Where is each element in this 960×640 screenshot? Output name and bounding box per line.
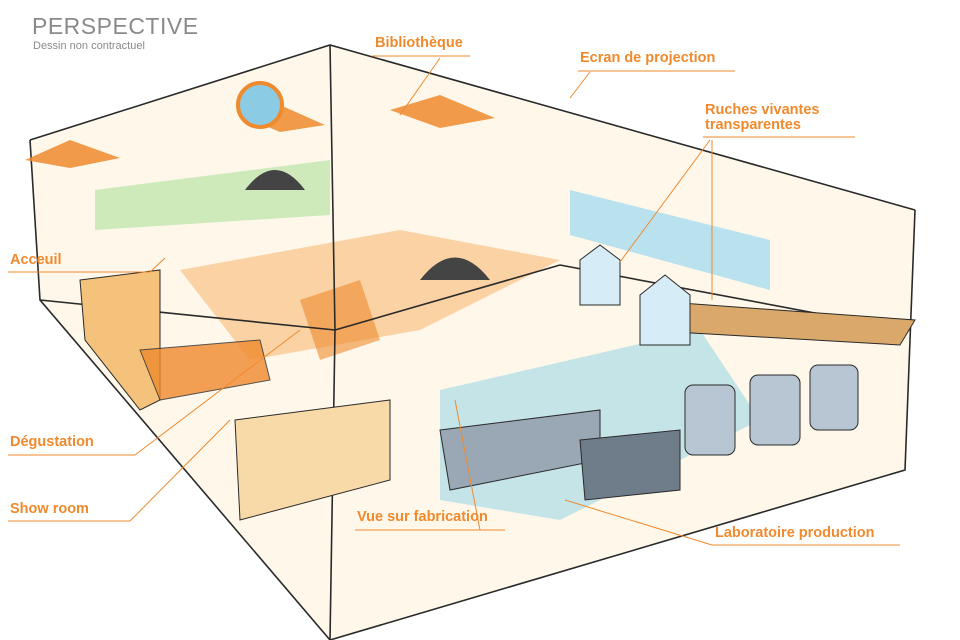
label-degustation: Dégustation bbox=[10, 434, 94, 450]
label-ecran-projection: Ecran de projection bbox=[580, 50, 716, 66]
floor bbox=[30, 45, 915, 640]
shelf bbox=[234, 399, 391, 521]
lamp bbox=[245, 170, 305, 190]
label-vue-fabrication: Vue sur fabrication bbox=[357, 509, 488, 525]
label-showroom: Show room bbox=[10, 501, 89, 517]
production-tanks bbox=[684, 364, 859, 456]
window-band bbox=[570, 190, 770, 290]
label-ruches-line1: Ruches vivantes bbox=[705, 102, 820, 118]
page-subtitle: Dessin non contractuel bbox=[33, 40, 145, 52]
label-ruches-line2: transparentes bbox=[705, 117, 801, 133]
leader-lines bbox=[8, 55, 900, 546]
degustation-counter bbox=[139, 339, 271, 401]
awning bbox=[390, 95, 495, 128]
label-bibliotheque: Bibliothèque bbox=[375, 35, 463, 51]
transparent-hives bbox=[579, 244, 691, 346]
page-title: PERSPECTIVE bbox=[32, 13, 199, 39]
label-laboratoire: Laboratoire production bbox=[715, 525, 875, 541]
label-acceuil: Acceuil bbox=[10, 252, 62, 268]
